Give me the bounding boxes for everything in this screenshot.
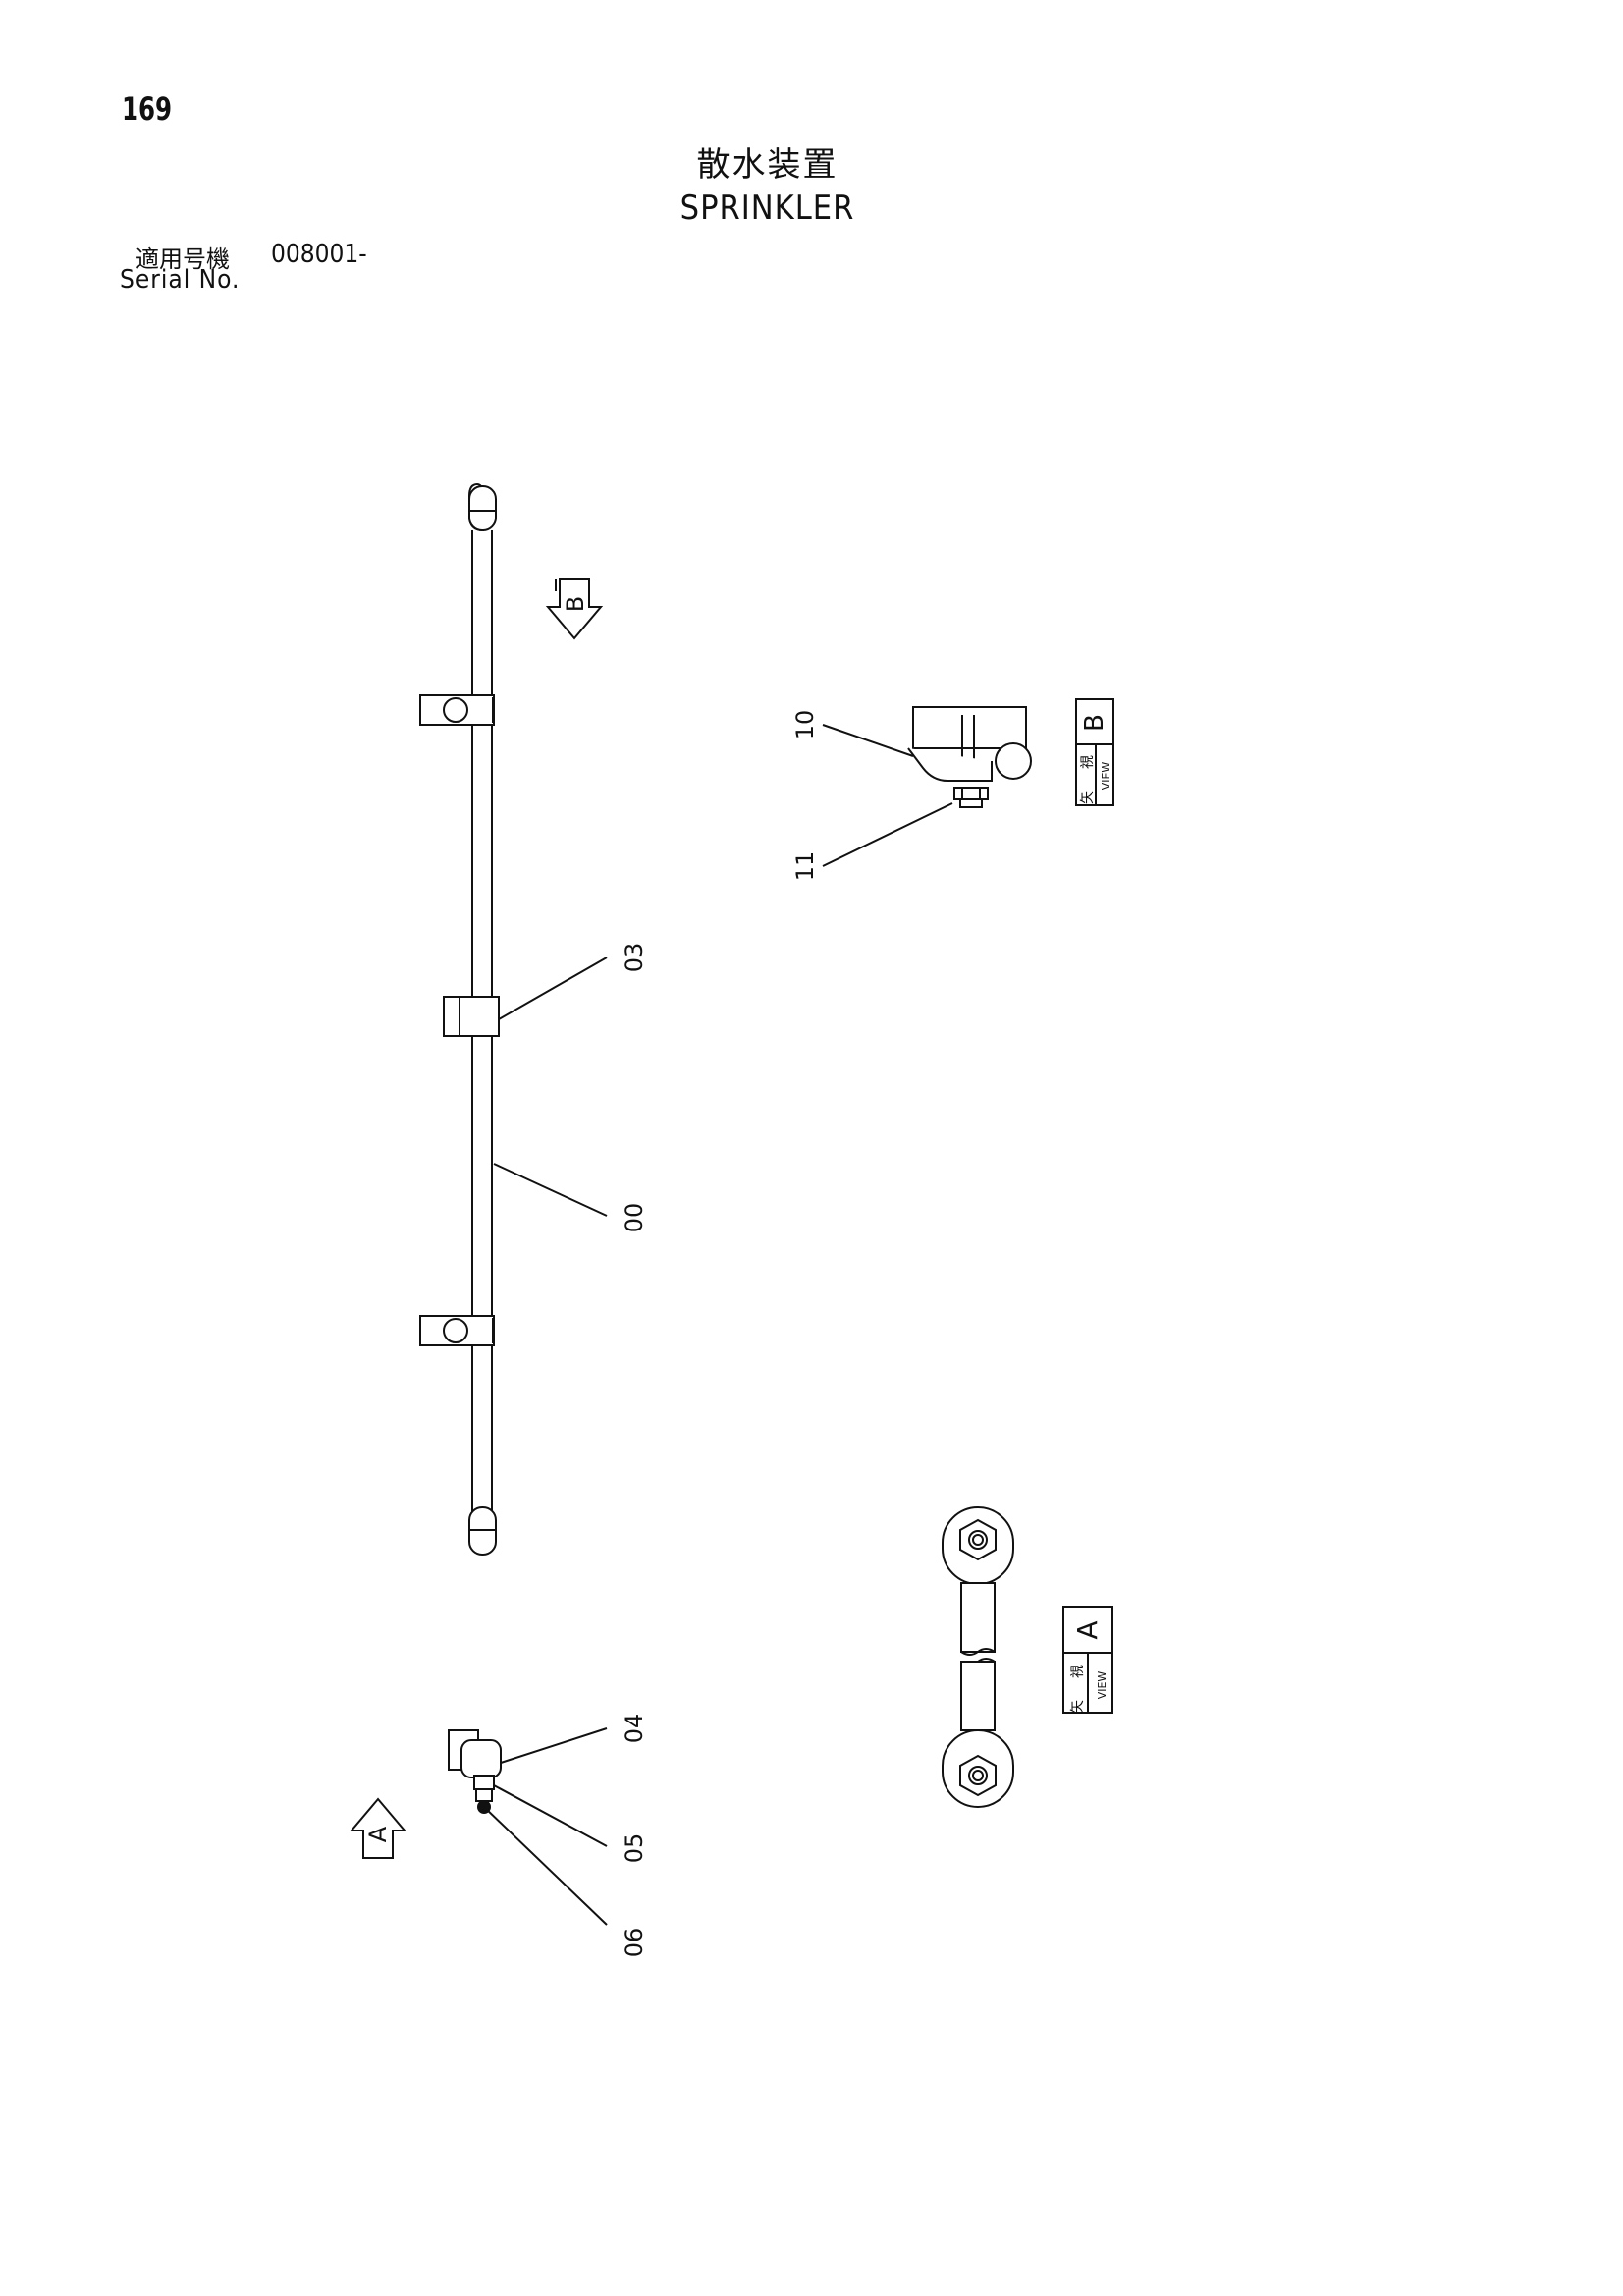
callout-06: 06 [621, 1928, 648, 1958]
view-b-bracket-detail [907, 706, 1032, 808]
view-marker-a: A [364, 1826, 392, 1842]
serial-number-value: 008001- [271, 240, 367, 269]
tee-fitting [443, 982, 500, 1037]
leader-line-03 [498, 957, 608, 1020]
page-number: 169 [122, 90, 173, 128]
pipe-clamp-upper [419, 694, 495, 726]
view-b-label-box [1075, 698, 1114, 806]
callout-05: 05 [621, 1833, 648, 1864]
serial-label-english: Serial No. [120, 265, 241, 295]
leader-line-10 [822, 724, 914, 757]
view-b-letter: B [1080, 714, 1109, 732]
view-a-letter: A [1071, 1620, 1104, 1639]
callout-04: 04 [621, 1714, 648, 1744]
nozzle-elbow [448, 1729, 502, 1814]
leader-line-11 [822, 802, 953, 867]
pipe-clamp-lower [419, 1315, 495, 1346]
view-a-jp-2: 視 [1070, 1665, 1086, 1678]
view-arrow-a [349, 1797, 407, 1859]
callout-10: 10 [791, 710, 819, 740]
view-arrow-b [545, 578, 604, 640]
view-a-hose-detail [942, 1506, 1014, 1808]
view-b-view-text: VIEW [1100, 762, 1112, 791]
leader-line-05 [493, 1784, 608, 1847]
leader-line-00 [493, 1163, 608, 1217]
leader-line-04 [500, 1727, 608, 1764]
view-a-label-box [1062, 1606, 1113, 1714]
title-japanese: 散水装置 [696, 145, 839, 185]
view-b-jp-1: 矢 [1080, 791, 1096, 804]
view-a-jp-1: 矢 [1070, 1700, 1086, 1714]
view-marker-b: B [562, 596, 589, 612]
title-english: SPRINKLER [679, 189, 855, 228]
callout-11: 11 [791, 851, 819, 882]
leader-line-06 [483, 1806, 608, 1926]
callout-00: 00 [621, 1203, 648, 1233]
view-b-jp-2: 視 [1080, 755, 1096, 769]
serial-label-japanese: 適用号機 [135, 246, 230, 273]
callout-03: 03 [621, 943, 648, 973]
view-a-view-text: VIEW [1096, 1671, 1109, 1700]
